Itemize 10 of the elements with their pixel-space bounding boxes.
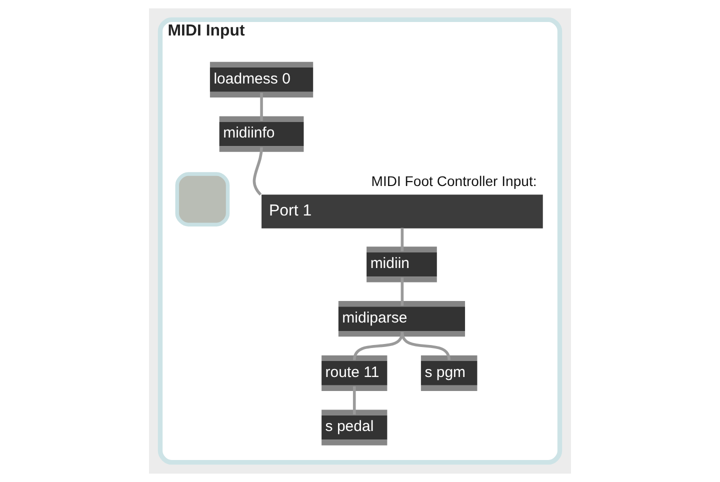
connector [352, 332, 404, 360]
node-box [175, 172, 230, 226]
node-label: MIDI Foot Controller Input: [371, 173, 537, 190]
connector [400, 228, 404, 252]
connector [400, 332, 450, 360]
connector [252, 147, 263, 196]
connector [400, 278, 404, 306]
connector [260, 92, 263, 121]
node-box: Port 1 [262, 194, 543, 228]
connector [352, 386, 356, 414]
